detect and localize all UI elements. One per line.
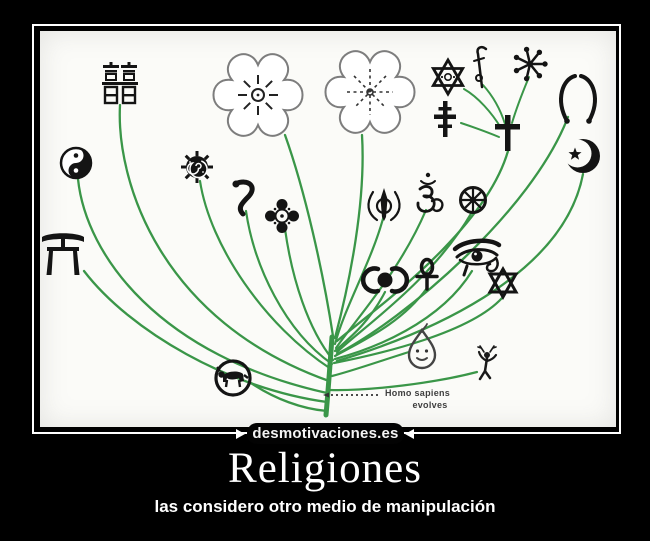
ankh-icon xyxy=(415,257,439,291)
horns-icon xyxy=(559,74,597,124)
star-and-crescent-icon xyxy=(563,139,600,173)
latin-cross-icon xyxy=(495,115,520,151)
flower-cloud-2-icon xyxy=(324,50,416,134)
shaman-figure-icon xyxy=(477,345,498,381)
eye-of-horus-icon xyxy=(452,238,502,277)
spirit-droplet-icon xyxy=(407,323,437,370)
torii-gate-icon xyxy=(42,233,84,275)
annotation-evolves: evolves xyxy=(412,400,448,410)
tree-diagram xyxy=(42,45,600,418)
tree-branches xyxy=(76,76,585,418)
messianic-star-icon xyxy=(430,57,466,97)
sun-wheel-icon xyxy=(513,46,548,82)
curl-symbol-icon xyxy=(232,179,255,217)
petal-cross-icon xyxy=(265,199,299,233)
watermark-right-arrow-icon xyxy=(405,429,414,439)
watermark-left-arrow-icon xyxy=(236,429,245,439)
patriarchal-cross-icon xyxy=(434,101,456,137)
annotation-arrow xyxy=(323,392,381,398)
annotation-homo-sapiens: Homo sapiens xyxy=(385,388,451,398)
yin-yang-icon xyxy=(59,146,93,180)
spiral-sun-icon xyxy=(181,151,213,183)
star-of-david-icon xyxy=(487,265,519,301)
poster-caption: las considero otro medio de manipulación xyxy=(154,497,496,516)
watermark-badge: desmotivaciones.es xyxy=(247,423,404,444)
crook-staff-icon xyxy=(473,45,488,89)
triple-goddess-icon xyxy=(360,266,410,294)
dharma-wheel-icon xyxy=(459,186,487,214)
khanda-icon xyxy=(367,188,401,222)
religions-tree-image: Homo sapiens evolves xyxy=(40,31,616,427)
flower-cloud-1-icon xyxy=(212,53,304,137)
om-icon xyxy=(416,172,444,213)
double-happiness-icon xyxy=(102,62,138,105)
cave-animal-icon xyxy=(214,359,252,397)
poster-title: Religiones xyxy=(228,445,422,492)
